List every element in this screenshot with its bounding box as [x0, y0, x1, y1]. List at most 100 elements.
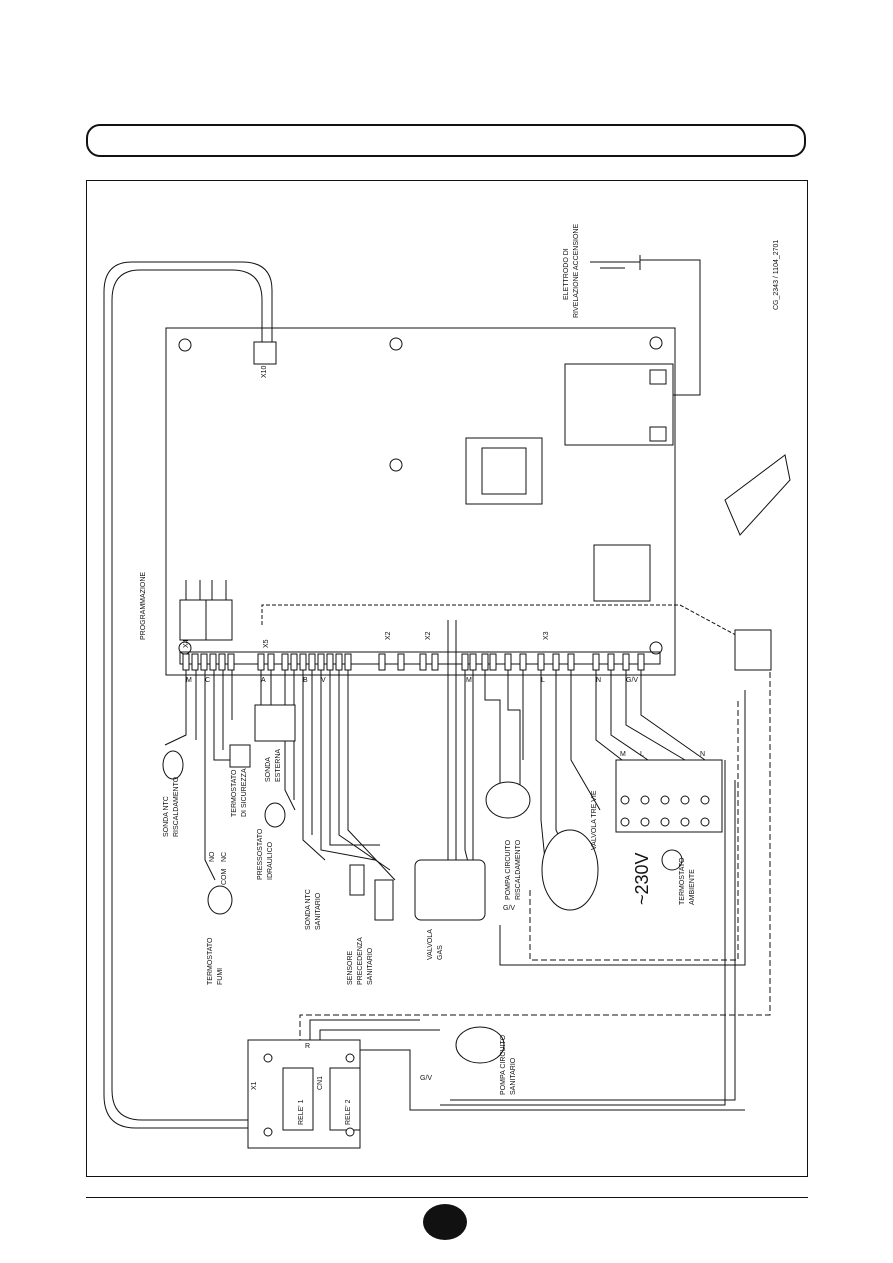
label-termostato-sic-1: TERMOSTATO — [231, 769, 238, 817]
sonda-ntc-riscaldamento — [162, 750, 184, 780]
board-mount-hole — [389, 458, 403, 472]
footer-rule — [86, 1197, 808, 1198]
ignition-transformer — [564, 363, 674, 446]
label-rele1: RELE' 1 — [298, 1099, 305, 1125]
wire-code: G/V — [503, 905, 515, 912]
label-termostato-fumi-2: FUMI — [217, 968, 224, 985]
valvola-tre-vie — [541, 829, 599, 911]
board-mount-hole — [389, 337, 403, 351]
wire-code: N — [596, 677, 601, 684]
board-mount-hole — [178, 338, 192, 352]
label-pompa-risc-2: RISCALDAMENTO — [515, 839, 522, 900]
label-sonda-esterna-2: ESTERNA — [275, 749, 282, 782]
board-mount-hole — [649, 336, 663, 350]
label-elettrodo-2: RIVELAZIONE ACCENSIONE — [573, 224, 580, 318]
ground-terminal — [734, 629, 772, 671]
rele1-body — [282, 1067, 314, 1131]
sonda-esterna — [254, 704, 296, 742]
label-x10: X10 — [261, 365, 268, 378]
label-termostato-fumi-1: TERMOSTATO — [207, 937, 214, 985]
board-fuse-block — [593, 544, 651, 602]
label-elettrodo-1: ELETTRODO DI — [563, 248, 570, 300]
main-board — [165, 327, 676, 676]
label-programmazione: PROGRAMMAZIONE — [140, 572, 147, 640]
wire-code: C — [205, 677, 210, 684]
label-sonda-ntc-risc-2: RISCALDAMENTO — [173, 776, 180, 837]
label-sensore-3: SANITARIO — [367, 947, 374, 985]
label-x4: X4 — [183, 639, 190, 648]
label-rele2: RELE' 2 — [345, 1099, 352, 1125]
label-no: NO — [209, 851, 216, 862]
section-title-box — [86, 124, 806, 157]
wiring — [164, 259, 771, 1111]
pompa-riscaldamento — [485, 781, 531, 819]
transformer-terminal — [649, 369, 667, 385]
label-voltage: ~230V — [632, 852, 652, 905]
label-pressostato-2: IDRAULICO — [267, 841, 274, 880]
reference-code: CG_2343 / 1104_2701 — [773, 240, 780, 310]
ignition-bracket — [724, 454, 791, 536]
wire-code: L — [541, 677, 545, 684]
wire-code: R — [305, 1043, 310, 1050]
label-valvola-gas-2: GAS — [437, 945, 444, 960]
board-relay-inner — [481, 447, 527, 495]
label-sonda-esterna-1: SONDA — [265, 757, 272, 782]
wire-code: M — [186, 677, 192, 684]
main-board-outline — [165, 327, 676, 676]
valvola-gas — [414, 859, 486, 921]
label-pompa-san-2: SANITARIO — [510, 1057, 517, 1095]
wire-code: V — [321, 677, 326, 684]
transformer-terminal — [649, 426, 667, 442]
wire-code-labels: M C A M L N G/V B V M L N G/V G/V R — [186, 677, 705, 1082]
label-sonda-ntc-san-2: SANITARIO — [315, 892, 322, 930]
label-x1: X1 — [251, 1081, 258, 1090]
wire-code: N — [700, 751, 705, 758]
label-pompa-risc-1: POMPA CIRCUITO — [505, 839, 512, 900]
label-x3: X3 — [543, 631, 550, 640]
label-x2-b: X2 — [425, 631, 432, 640]
label-valvola-tre-vie: VALVOLA TRE VIE — [591, 790, 598, 850]
labels: PROGRAMMAZIONE ELETTRODO DI RIVELAZIONE … — [140, 224, 780, 1125]
electrode-body — [590, 255, 641, 270]
ribbon-cable — [103, 261, 277, 1129]
wire-code: A — [261, 677, 266, 684]
label-x5: X5 — [263, 639, 270, 648]
wire-code: M — [620, 751, 626, 758]
mains-terminal-block — [615, 759, 723, 833]
label-nc: NC — [221, 852, 228, 862]
label-termostato-amb-2: AMBIENTE — [689, 869, 696, 905]
label-sonda-ntc-san-1: SONDA NTC — [305, 889, 312, 930]
label-pressostato-1: PRESSOSTATO — [257, 828, 264, 880]
page-number-badge — [423, 1204, 467, 1240]
label-cn1: CN1 — [317, 1076, 324, 1090]
label-pompa-san-1: POMPA CIRCUITO — [500, 1034, 507, 1095]
termostato-ambiente — [661, 849, 683, 871]
diagram-frame — [86, 180, 808, 1177]
label-com: COM — [221, 869, 228, 886]
components — [162, 255, 791, 1149]
sensore-precedenza — [374, 879, 394, 921]
wire-code: L — [640, 751, 644, 758]
termostato-sicurezza — [229, 744, 251, 768]
label-termostato-sic-2: DI SICUREZZA — [241, 768, 248, 817]
label-termostato-amb-1: TERMOSTATO — [679, 857, 686, 905]
label-sensore-2: PRECEDENZA — [357, 937, 364, 985]
pressostato-idraulico — [264, 802, 286, 828]
wire-code: B — [303, 677, 308, 684]
board-mount-hole — [649, 641, 663, 655]
label-sensore-1: SENSORE — [347, 950, 354, 985]
termostato-fumi — [207, 885, 233, 915]
wire-code: G/V — [626, 677, 638, 684]
wire-code: G/V — [420, 1075, 432, 1082]
connector-pins — [182, 653, 645, 671]
board-relay — [465, 437, 543, 505]
sonda-ntc-sanitario — [349, 864, 365, 896]
label-sonda-ntc-risc-1: SONDA NTC — [163, 796, 170, 837]
label-x2-a: X2 — [385, 631, 392, 640]
wire-code: M — [466, 677, 472, 684]
pompa-sanitario — [455, 1026, 505, 1064]
label-valvola-gas-1: VALVOLA — [427, 929, 434, 960]
programming-jumper — [179, 580, 233, 641]
rele2-body — [329, 1067, 361, 1131]
